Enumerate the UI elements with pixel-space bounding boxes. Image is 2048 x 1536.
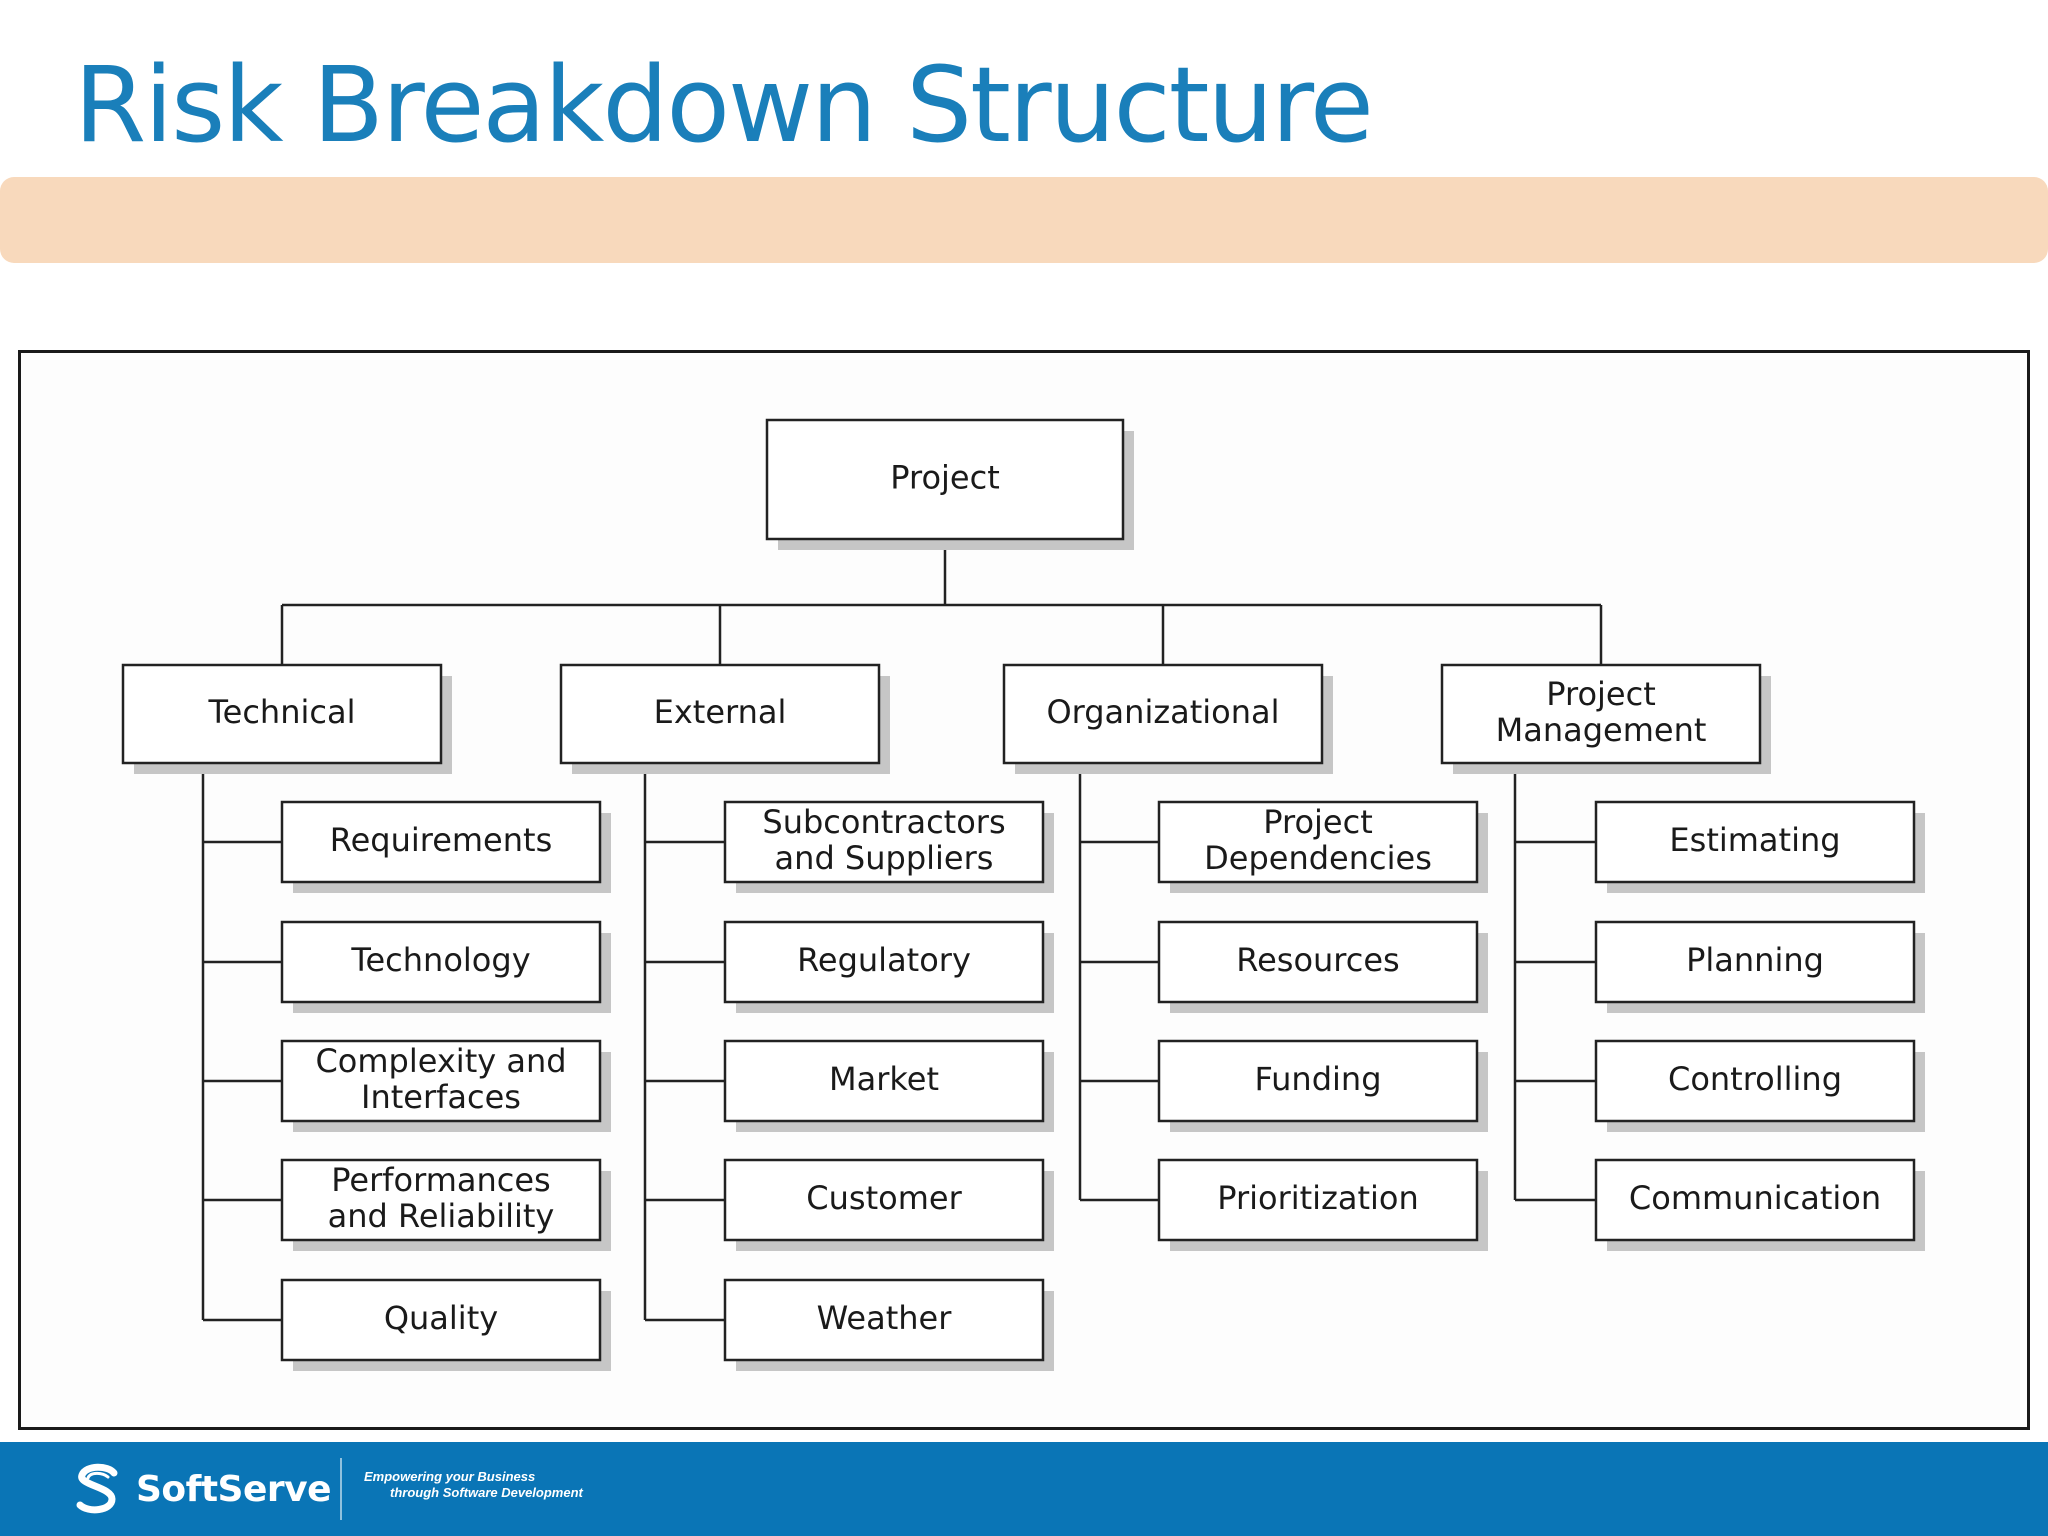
node-risk-weather: Weather	[723, 1278, 1054, 1371]
node-risk-funding-box	[1157, 1039, 1479, 1123]
node-risk-funding: Funding	[1157, 1039, 1488, 1132]
brand-name: SoftServe	[136, 1468, 332, 1510]
softserve-logo: SoftServe	[68, 1455, 332, 1523]
node-risk-estimating-label: Estimating	[1669, 821, 1840, 859]
node-risk-quality-box	[280, 1278, 602, 1362]
node-risk-resources-label: Resources	[1236, 941, 1399, 979]
node-risk-market-box	[723, 1039, 1045, 1123]
node-risk-requirements-box	[280, 800, 602, 884]
node-risk-estimating: Estimating	[1594, 800, 1925, 893]
tagline-line-1: Empowering your Business	[364, 1469, 536, 1484]
node-risk-requirements: Requirements	[280, 800, 611, 893]
node-risk-funding-label: Funding	[1254, 1060, 1381, 1098]
node-category-project-management-box	[1440, 663, 1762, 765]
node-risk-weather-box	[723, 1278, 1045, 1362]
node-risk-controlling-label: Controlling	[1668, 1060, 1842, 1098]
node-risk-prioritization-label: Prioritization	[1217, 1179, 1419, 1217]
node-root-project-box	[765, 418, 1125, 541]
node-risk-technology: Technology	[280, 920, 611, 1013]
node-category-organizational: Organizational	[1002, 663, 1333, 774]
node-risk-performances-and-reliability-label: Performances	[331, 1161, 550, 1199]
node-risk-customer: Customer	[723, 1158, 1054, 1251]
node-category-project-management-label: Project	[1546, 675, 1655, 713]
tagline: Empowering your Business through Softwar…	[364, 1469, 583, 1501]
node-risk-resources-box	[1157, 920, 1479, 1004]
node-risk-estimating-box	[1594, 800, 1916, 884]
node-risk-controlling-box	[1594, 1039, 1916, 1123]
node-category-external: External	[559, 663, 890, 774]
node-category-technical-label: Technical	[208, 693, 356, 731]
node-category-technical: Technical	[121, 663, 452, 774]
node-category-external-box	[559, 663, 881, 765]
node-risk-planning-label: Planning	[1686, 941, 1824, 979]
node-category-organizational-box	[1002, 663, 1324, 765]
node-risk-regulatory-label: Regulatory	[797, 941, 971, 979]
node-risk-customer-box	[723, 1158, 1045, 1242]
node-category-technical-box	[121, 663, 443, 765]
node-category-external-label: External	[654, 693, 787, 731]
node-risk-resources: Resources	[1157, 920, 1488, 1013]
node-risk-project-dependencies-label: Project	[1263, 803, 1372, 841]
node-risk-quality-label: Quality	[384, 1299, 498, 1337]
node-risk-project-dependencies-label: Dependencies	[1204, 839, 1432, 877]
node-risk-planning-box	[1594, 920, 1916, 1004]
softserve-logo-icon	[76, 1463, 118, 1514]
node-risk-technology-box	[280, 920, 602, 1004]
node-risk-complexity-and-interfaces-label: Complexity and	[315, 1042, 566, 1080]
slide-title: Risk Breakdown Structure	[74, 44, 1374, 166]
node-risk-requirements-label: Requirements	[330, 821, 552, 859]
node-risk-performances-and-reliability-box	[280, 1158, 602, 1242]
node-risk-communication-label: Communication	[1629, 1179, 1881, 1217]
node-risk-regulatory-box	[723, 920, 1045, 1004]
node-category-organizational-label: Organizational	[1046, 693, 1279, 731]
node-risk-project-dependencies-box	[1157, 800, 1479, 884]
node-risk-complexity-and-interfaces-label: Interfaces	[361, 1078, 521, 1116]
node-risk-communication-box	[1594, 1158, 1916, 1242]
node-risk-quality: Quality	[280, 1278, 611, 1371]
node-root-project-label: Project	[890, 459, 999, 497]
node-risk-communication: Communication	[1594, 1158, 1925, 1251]
node-category-project-management-label: Management	[1496, 711, 1707, 749]
node-risk-subcontractors-and-suppliers-label: Subcontractors	[762, 803, 1005, 841]
node-risk-planning: Planning	[1594, 920, 1925, 1013]
node-root-project: Project	[765, 418, 1134, 550]
node-risk-complexity-and-interfaces-box	[280, 1039, 602, 1123]
node-risk-subcontractors-and-suppliers-label: and Suppliers	[775, 839, 994, 877]
node-risk-customer-label: Customer	[806, 1179, 962, 1217]
node-risk-regulatory: Regulatory	[723, 920, 1054, 1013]
node-risk-prioritization-box	[1157, 1158, 1479, 1242]
node-risk-controlling: Controlling	[1594, 1039, 1925, 1132]
node-risk-prioritization: Prioritization	[1157, 1158, 1488, 1251]
tagline-line-2: through Software Development	[390, 1485, 583, 1500]
node-risk-subcontractors-and-suppliers-box	[723, 800, 1045, 884]
node-risk-technology-label: Technology	[350, 941, 530, 979]
header-band	[0, 177, 2048, 263]
node-risk-market: Market	[723, 1039, 1054, 1132]
footer-divider	[340, 1458, 342, 1520]
node-risk-market-label: Market	[829, 1060, 939, 1098]
node-risk-performances-and-reliability-label: and Reliability	[328, 1197, 555, 1235]
node-risk-weather-label: Weather	[817, 1299, 953, 1337]
footer-bar: SoftServe Empowering your Business throu…	[0, 1442, 2048, 1536]
